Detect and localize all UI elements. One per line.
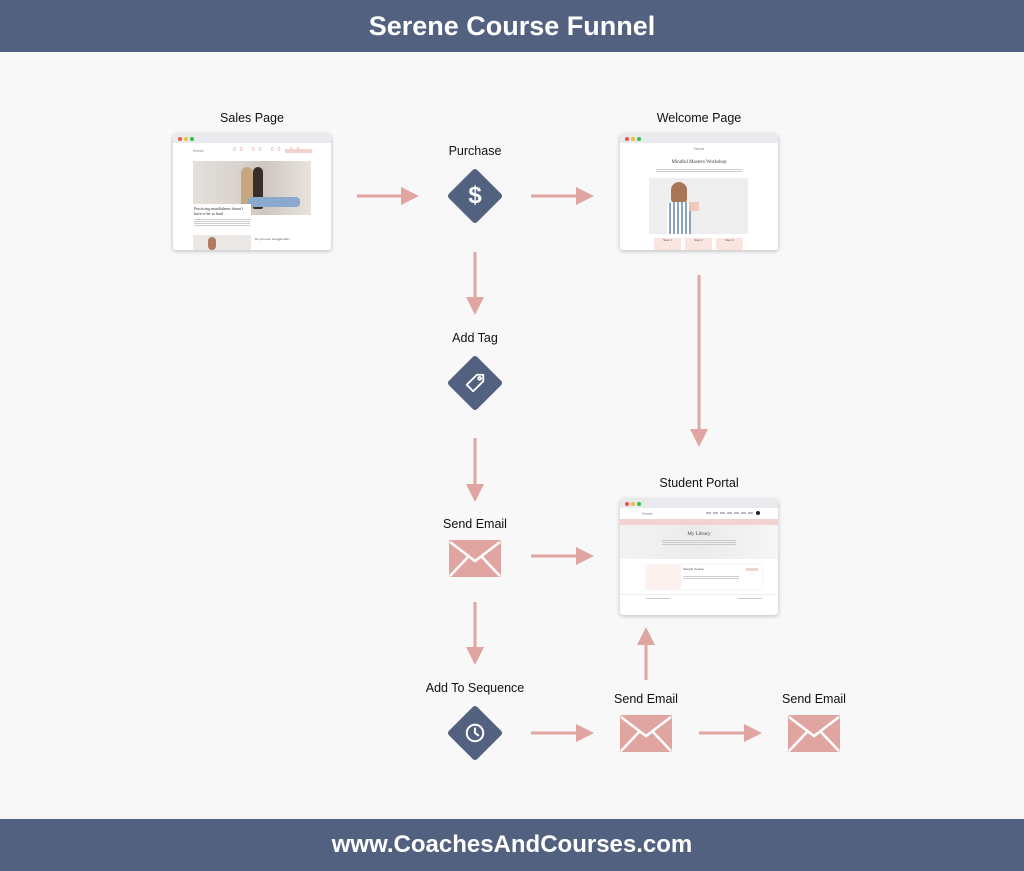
dollar-icon: $	[468, 182, 482, 209]
minimize-dot-icon	[184, 137, 188, 141]
browser-bar	[173, 134, 331, 143]
footer-links[interactable]	[646, 598, 670, 599]
brand-logo: Serene	[193, 148, 204, 153]
library-intro-text	[662, 539, 736, 545]
minimize-dot-icon	[631, 502, 635, 506]
add-tag-label: Add Tag	[452, 331, 498, 345]
intro-text	[656, 168, 742, 172]
maximize-dot-icon	[637, 502, 641, 506]
hero-headline: Practicing mindfulness doesn't have to b…	[194, 206, 243, 216]
course-title: Sample Course	[683, 567, 704, 571]
browser-bar	[620, 499, 778, 508]
step-card[interactable]: Step 1	[654, 238, 681, 250]
countdown-timer: 00 00 00 00	[233, 147, 304, 153]
workshop-title: Mindful Masters Workshop	[671, 160, 727, 165]
nav-links[interactable]	[706, 512, 754, 514]
browser-bar	[620, 134, 778, 143]
sales-page-screenshot[interactable]: Serene 00 00 00 00 Practicing mindfulnes…	[173, 134, 331, 250]
header-banner: Serene Course Funnel	[0, 0, 1024, 52]
cta-button[interactable]	[285, 149, 312, 153]
add-to-sequence-label: Add To Sequence	[425, 681, 525, 695]
student-portal-screenshot[interactable]: Serene My Library Sample Course	[620, 499, 778, 615]
footer-banner: www.CoachesAndCourses.com	[0, 819, 1024, 871]
step-card[interactable]: Step 3	[716, 238, 743, 250]
tag-icon	[447, 355, 503, 411]
purchase-label: Purchase	[448, 144, 502, 158]
course-thumbnail	[646, 565, 681, 589]
footer-copyright	[738, 598, 762, 599]
avatar[interactable]	[756, 511, 760, 515]
send-email-1-label: Send Email	[443, 517, 507, 531]
library-title: My Library	[687, 532, 711, 537]
hero-image	[193, 161, 311, 215]
body-text	[194, 218, 250, 226]
footer-url[interactable]: www.CoachesAndCourses.com	[331, 831, 693, 858]
course-button[interactable]	[746, 568, 758, 571]
page-title: Serene Course Funnel	[368, 10, 656, 41]
welcome-page-screenshot[interactable]: Serene Mindful Masters Workshop Step 1 S…	[620, 134, 778, 250]
sales-page-label: Sales Page	[220, 111, 284, 125]
play-icon	[689, 202, 699, 211]
brand-logo: Serene	[693, 146, 705, 151]
send-email-3-label: Send Email	[782, 692, 846, 706]
close-dot-icon	[178, 137, 182, 141]
portal-nav-bar[interactable]	[620, 519, 778, 525]
step-card[interactable]: Step 2	[685, 238, 712, 250]
welcome-video[interactable]	[649, 178, 748, 234]
envelope-icon[interactable]	[788, 715, 840, 752]
maximize-dot-icon	[637, 137, 641, 141]
close-dot-icon	[625, 137, 629, 141]
brand-logo: Serene	[642, 511, 653, 516]
secondary-image	[193, 235, 251, 250]
send-email-2-label: Send Email	[614, 692, 678, 706]
clock-icon	[447, 705, 503, 761]
student-portal-label: Student Portal	[659, 476, 739, 490]
envelope-icon[interactable]	[620, 715, 672, 752]
close-dot-icon	[625, 502, 629, 506]
envelope-icon[interactable]	[449, 540, 501, 577]
minimize-dot-icon	[631, 137, 635, 141]
maximize-dot-icon	[190, 137, 194, 141]
course-card[interactable]: Sample Course	[646, 565, 762, 589]
welcome-page-label: Welcome Page	[656, 111, 742, 125]
subheading: Do you ever struggle with...	[255, 237, 292, 241]
